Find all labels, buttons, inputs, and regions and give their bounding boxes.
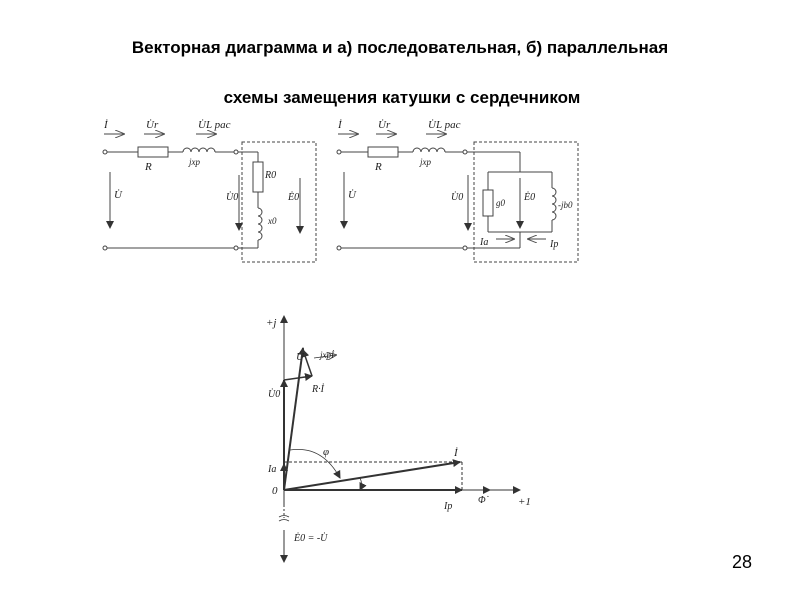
label-jxpi: jxpİ <box>319 350 335 360</box>
resistor-r-b <box>367 146 399 158</box>
label-phi-flux: Φ̇ <box>478 495 489 506</box>
inductor-b0-b <box>551 187 557 221</box>
circuit-b-parallel <box>336 134 579 263</box>
label-origin: 0 <box>272 485 278 497</box>
core-box-a <box>241 141 317 263</box>
conductance-g0-b <box>482 189 494 217</box>
core-box-b <box>473 141 579 263</box>
label-jxp-b: jxp <box>419 157 431 167</box>
circuit-a-series <box>102 134 317 263</box>
label-r0-a: R0 <box>264 170 276 181</box>
label-ri: R·İ <box>311 383 325 395</box>
vector-i-direction-hint <box>313 355 336 358</box>
label-ul-b: U̇L рас <box>428 119 461 131</box>
label-u-b: U̇ <box>348 189 357 201</box>
label-x0-a: x0 <box>267 216 277 226</box>
vector-i <box>283 459 461 491</box>
inductor-xp-a <box>182 147 216 153</box>
circuit-b-labels: İ U̇r U̇L рас R jxp U̇ U̇0 g0 Ė0 -jb0 Ia… <box>337 119 573 250</box>
angle-phi-arc <box>289 448 341 479</box>
label-ur-b: U̇r <box>378 119 391 131</box>
resistor-r-a <box>137 146 169 158</box>
label-phi: φ <box>323 446 329 458</box>
terminal-a-top <box>102 149 108 155</box>
page-number: 28 <box>731 552 752 572</box>
resistor-r0-a <box>252 161 264 193</box>
label-r-a: R <box>144 161 152 173</box>
vector-diagram <box>278 315 521 563</box>
label-u-a: U̇ <box>114 189 123 201</box>
vector-diagram-labels: +j +1 0 U̇ jxpİ R·İ U̇0 φ İ Ia Ip Φ̇ Ė0 … <box>266 317 531 544</box>
label-jb0-b: -jb0 <box>558 200 573 210</box>
label-ia-b: Ia <box>479 237 488 248</box>
inductor-x0-a <box>257 207 263 241</box>
label-i: İ <box>453 447 459 459</box>
label-ul-a: U̇L рас <box>198 119 231 131</box>
angle-loss-arc <box>359 477 367 491</box>
label-e0: Ė0 = -U̇ <box>293 532 328 544</box>
slide-title-line-2: схемы замещения катушки с сердечником <box>223 88 581 107</box>
label-i-a: İ <box>103 119 109 131</box>
label-u0-b: U̇0 <box>451 191 463 203</box>
label-i-b: İ <box>337 119 343 131</box>
label-r-b: R <box>374 161 382 173</box>
label-ip: Ip <box>443 501 452 512</box>
label-plus-j: +j <box>266 317 276 329</box>
vector-u <box>283 347 307 491</box>
terminal-a-bottom <box>102 245 108 251</box>
slide-title-line-1: Векторная диаграмма и а) последовательна… <box>131 38 669 57</box>
axis-break <box>278 515 290 522</box>
label-e0-a: Ė0 <box>287 191 299 203</box>
label-u0-a: U̇0 <box>226 191 238 203</box>
circuit-a-labels: İ U̇r U̇L рас R jxp U̇ U̇0 R0 Ė0 x0 <box>103 119 299 226</box>
terminal-b-bottom <box>336 245 342 251</box>
label-jxp-a: jxp <box>188 157 200 167</box>
terminal-b-top <box>336 149 342 155</box>
label-ia: Ia <box>267 464 276 475</box>
label-g0-b: g0 <box>496 198 506 208</box>
label-ip-b: Ip <box>549 239 558 250</box>
label-u: U̇ <box>296 351 305 363</box>
inductor-xp-b <box>412 147 446 153</box>
vector-jxpi <box>301 349 313 377</box>
label-ur-a: U̇r <box>146 119 159 131</box>
label-plus-one: +1 <box>518 496 531 508</box>
label-e0-b: Ė0 <box>523 191 535 203</box>
label-u0: U̇0 <box>268 388 280 400</box>
